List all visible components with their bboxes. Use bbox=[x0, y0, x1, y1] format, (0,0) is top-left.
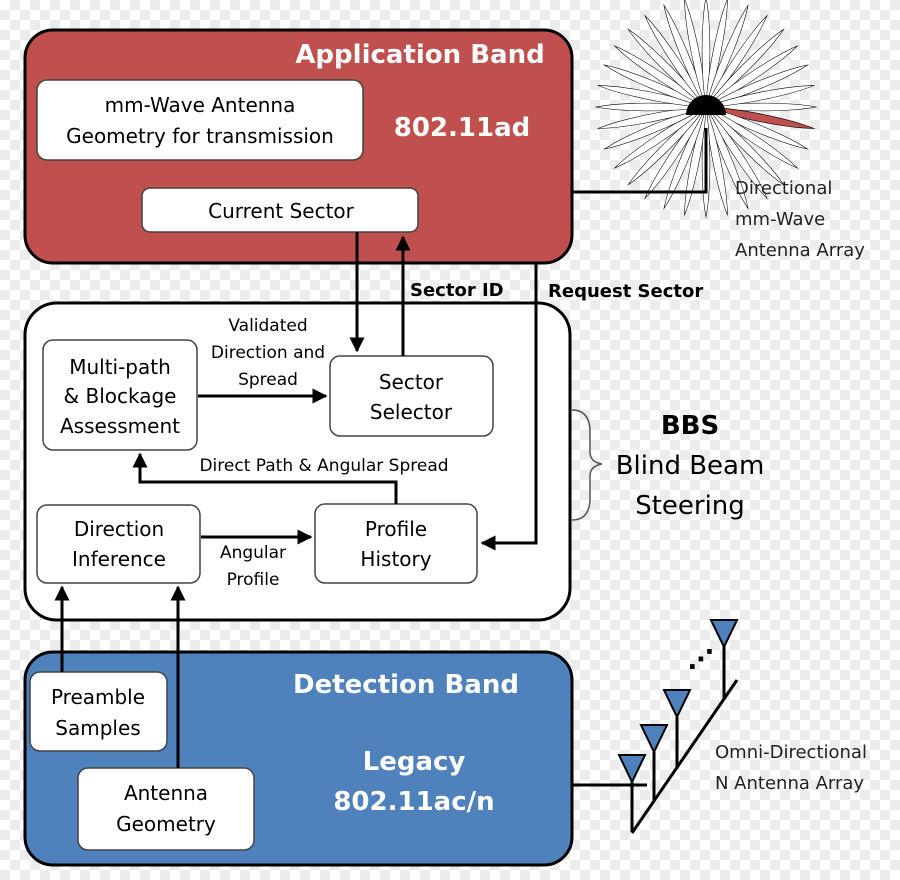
bbs-name-line-1: Blind Beam bbox=[616, 451, 765, 481]
detection-band-title: Detection Band bbox=[293, 670, 519, 700]
bbs-abbr: BBS bbox=[661, 411, 719, 441]
bbs-name-line-2: Steering bbox=[635, 491, 745, 521]
detection-band-standard-line-1: Legacy bbox=[363, 747, 466, 777]
multipath-assessment-box bbox=[42, 339, 198, 451]
sector-id-label: Sector ID bbox=[410, 280, 504, 301]
directional-label-line-1: Directional bbox=[735, 178, 832, 199]
angular-profile-label-line-2: Profile bbox=[227, 570, 280, 590]
request-sector-arrow bbox=[480, 263, 538, 551]
application-band: Application Band 802.11ad mm-Wave Antenn… bbox=[23, 28, 574, 265]
sector-selector-line-1: Sector bbox=[379, 370, 444, 394]
application-band-title: Application Band bbox=[295, 40, 544, 70]
direction-inference-line-2: Inference bbox=[72, 547, 166, 571]
angular-profile-label-line-1: Angular bbox=[220, 543, 286, 563]
omni-label-line-1: Omni-Directional bbox=[715, 742, 867, 763]
bbs-brace bbox=[571, 409, 603, 521]
antenna-geometry-box bbox=[77, 767, 255, 851]
mm-wave-geometry-line-2: Geometry for transmission bbox=[66, 124, 334, 148]
directional-antenna-feed-line bbox=[572, 128, 708, 194]
antenna-element-icon bbox=[709, 619, 739, 650]
mm-wave-geometry-line-1: mm-Wave Antenna bbox=[105, 93, 296, 117]
request-sector-label: Request Sector bbox=[548, 281, 703, 302]
antenna-geometry-line-2: Geometry bbox=[116, 812, 216, 836]
history-to-multipath-arrow bbox=[132, 452, 398, 504]
multipath-line-3: Assessment bbox=[60, 414, 180, 438]
beam-petal bbox=[704, 85, 816, 108]
antenna-ellipsis: ⋰ bbox=[688, 645, 714, 675]
profile-history-line-1: Profile bbox=[365, 517, 427, 541]
sector-selector-line-2: Selector bbox=[370, 400, 453, 424]
antenna-element-icon bbox=[617, 754, 647, 785]
bbs-block: Multi-path & Blockage Assessment Sector … bbox=[23, 301, 572, 622]
omni-label-line-2: N Antenna Array bbox=[715, 773, 864, 794]
directional-label-line-2: mm-Wave bbox=[735, 209, 825, 230]
omni-antenna-array: ⋰ bbox=[572, 619, 739, 834]
profile-history-line-2: History bbox=[360, 547, 431, 571]
preamble-line-2: Samples bbox=[55, 716, 140, 740]
application-band-standard: 802.11ad bbox=[394, 113, 531, 143]
detection-band: Detection Band Legacy 802.11ac/n Preambl… bbox=[23, 650, 574, 867]
validated-label-line-3: Spread bbox=[238, 370, 298, 390]
detection-band-standard-line-2: 802.11ac/n bbox=[333, 787, 494, 817]
profile-history-box bbox=[314, 503, 478, 584]
validated-label-line-2: Direction and bbox=[211, 343, 325, 363]
mm-wave-geometry-box bbox=[36, 79, 364, 161]
antenna-hub-icon bbox=[686, 95, 726, 115]
direct-path-label: Direct Path & Angular Spread bbox=[199, 456, 448, 476]
validated-label-line-1: Validated bbox=[228, 316, 307, 336]
antenna-spine bbox=[630, 679, 739, 834]
current-sector-box bbox=[141, 187, 419, 233]
multipath-line-1: Multi-path bbox=[69, 355, 171, 379]
antenna-element-icon bbox=[662, 689, 692, 720]
preamble-line-1: Preamble bbox=[51, 685, 145, 709]
sector-selector-box bbox=[329, 355, 494, 437]
direction-inference-line-1: Direction bbox=[74, 517, 164, 541]
preamble-samples-box bbox=[29, 671, 168, 752]
current-sector-label: Current Sector bbox=[208, 199, 355, 223]
directional-antenna-label: Directional mm-Wave Antenna Array bbox=[735, 178, 865, 261]
directional-label-line-3: Antenna Array bbox=[735, 240, 865, 261]
direction-inference-box bbox=[36, 504, 201, 584]
multipath-line-2: & Blockage bbox=[64, 384, 177, 408]
antenna-geometry-line-1: Antenna bbox=[124, 781, 208, 805]
antenna-element-icon bbox=[639, 724, 669, 755]
